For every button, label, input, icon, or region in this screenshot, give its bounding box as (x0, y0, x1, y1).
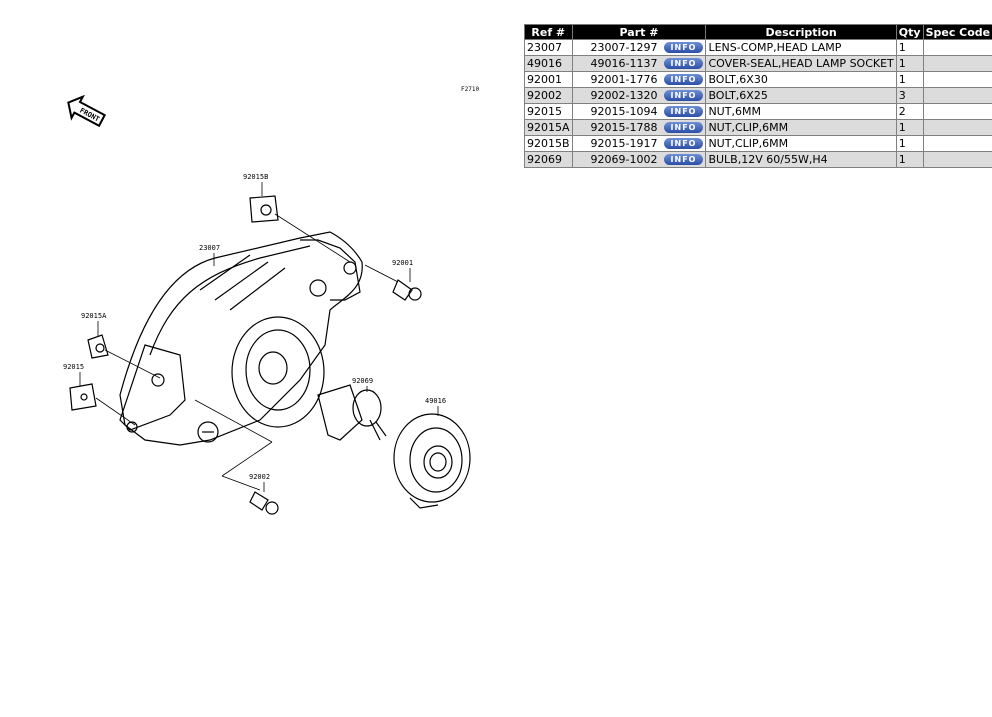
part-number: 92015-1917 (590, 137, 658, 150)
callout-92002[interactable]: 92002 (249, 473, 270, 481)
parts-diagram: F2710 FRONT (63, 86, 479, 515)
ref-cell: 23007 (524, 39, 573, 56)
header-description: Description (705, 24, 897, 40)
info-button[interactable]: INFO (663, 74, 704, 85)
part-cell: 92015-1917 INFO (571, 135, 707, 152)
ref-cell: 92069 (524, 151, 573, 168)
ref-cell: 92002 (524, 87, 573, 104)
part-cell: 23007-1297 INFO (571, 39, 707, 56)
spec-code-cell (922, 103, 992, 120)
callout-92001[interactable]: 92001 (392, 259, 413, 267)
callout-92015b[interactable]: 92015B (243, 173, 268, 181)
description-cell: NUT,CLIP,6MM (705, 119, 897, 136)
part-cell: 92001-1776 INFO (571, 71, 707, 88)
qty-cell: 1 (895, 151, 924, 168)
part-cell: 92015-1788 INFO (571, 119, 707, 136)
description-cell: LENS-COMP,HEAD LAMP (705, 39, 897, 56)
ref-cell: 49016 (524, 55, 573, 72)
qty-cell: 2 (895, 103, 924, 120)
front-arrow-icon: FRONT (67, 94, 107, 128)
description-cell: NUT,CLIP,6MM (705, 135, 897, 152)
part-number: 49016-1137 (590, 57, 658, 70)
header-part: Part # (571, 24, 707, 40)
part-number: 23007-1297 (590, 41, 658, 54)
description-cell: BOLT,6X25 (705, 87, 897, 104)
spec-code-cell (922, 151, 992, 168)
callout-92069[interactable]: 92069 (352, 377, 373, 385)
description-cell: COVER-SEAL,HEAD LAMP SOCKET (705, 55, 897, 72)
part-cell: 92002-1320 INFO (571, 87, 707, 104)
info-button[interactable]: INFO (663, 90, 704, 101)
ref-cell: 92015A (524, 119, 573, 136)
callout-49016[interactable]: 49016 (425, 397, 446, 405)
info-button[interactable]: INFO (663, 122, 704, 133)
spec-code-cell (922, 119, 992, 136)
qty-cell: 1 (895, 119, 924, 136)
qty-cell: 3 (895, 87, 924, 104)
part-cell: 49016-1137 INFO (571, 55, 707, 72)
part-number: 92015-1788 (590, 121, 658, 134)
qty-cell: 1 (895, 39, 924, 56)
qty-cell: 1 (895, 55, 924, 72)
ref-cell: 92015B (524, 135, 573, 152)
info-button[interactable]: INFO (663, 106, 704, 117)
table-header-row: Ref # Part # Description Qty Spec Code (524, 24, 992, 40)
spec-code-cell (922, 71, 992, 88)
callout-92015a[interactable]: 92015A (81, 312, 107, 320)
parts-table: Ref # Part # Description Qty Spec Code 2… (524, 24, 992, 168)
part-number: 92069-1002 (590, 153, 658, 166)
info-button[interactable]: INFO (663, 154, 704, 165)
callout-92015[interactable]: 92015 (63, 363, 84, 371)
info-button[interactable]: INFO (663, 58, 704, 69)
part-cell: 92015-1094 INFO (571, 103, 707, 120)
qty-cell: 1 (895, 135, 924, 152)
callout-23007[interactable]: 23007 (199, 244, 220, 252)
info-button[interactable]: INFO (663, 138, 704, 149)
description-cell: NUT,6MM (705, 103, 897, 120)
header-spec-code: Spec Code (922, 24, 992, 40)
qty-cell: 1 (895, 71, 924, 88)
part-cell: 92069-1002 INFO (571, 151, 707, 168)
lens-comp-headlamp (119, 231, 363, 446)
spec-code-cell (922, 55, 992, 72)
header-qty: Qty (895, 24, 924, 40)
description-cell: BULB,12V 60/55W,H4 (705, 151, 897, 168)
ref-cell: 92015 (524, 103, 573, 120)
info-button[interactable]: INFO (663, 42, 704, 53)
header-ref: Ref # (524, 24, 573, 40)
description-cell: BOLT,6X30 (705, 71, 897, 88)
part-number: 92001-1776 (590, 73, 658, 86)
spec-code-cell (922, 87, 992, 104)
part-number: 92015-1094 (590, 105, 658, 118)
spec-code-cell (922, 135, 992, 152)
part-number: 92002-1320 (590, 89, 658, 102)
ref-cell: 92001 (524, 71, 573, 88)
diagram-code: F2710 (461, 86, 479, 93)
spec-code-cell (922, 39, 992, 56)
